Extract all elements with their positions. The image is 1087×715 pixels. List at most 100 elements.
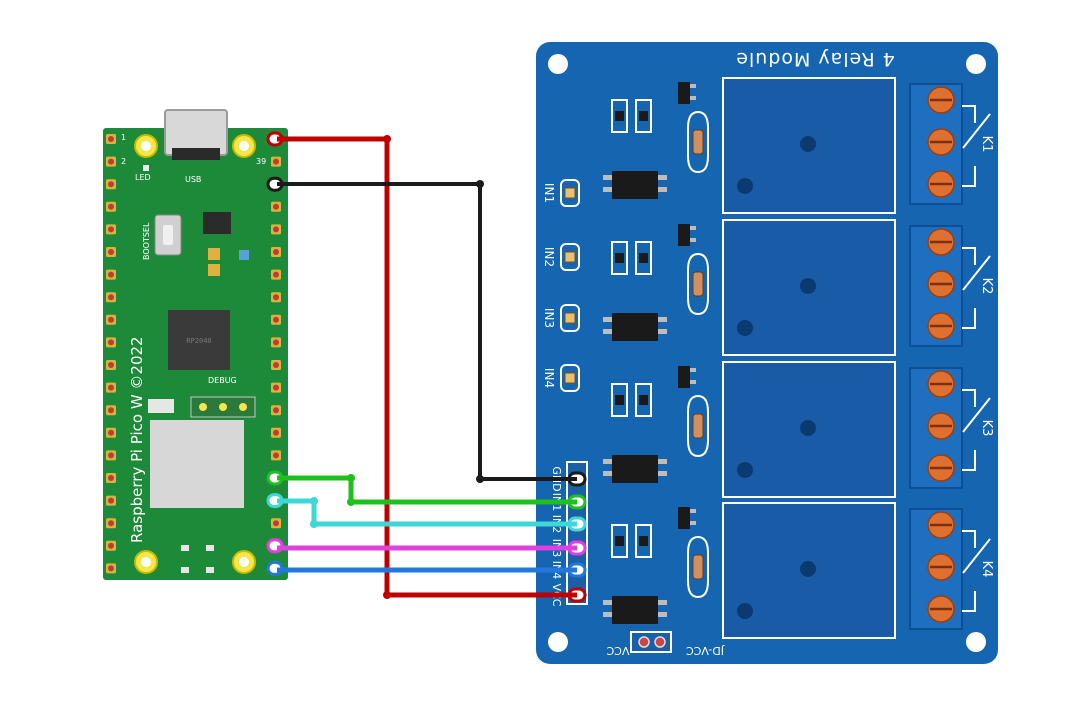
pico-pin[interactable] [271, 314, 281, 325]
wire-junction [310, 497, 318, 505]
pin-hole [273, 158, 279, 165]
transistor [678, 224, 690, 246]
ic-lead [658, 612, 667, 617]
switch-symbol [962, 166, 976, 187]
ic-lead [603, 612, 612, 617]
relay-label: K3 [979, 420, 994, 437]
smd-part [639, 111, 648, 121]
pico-pin[interactable] [271, 382, 281, 393]
relay-channel: K1 [603, 77, 994, 214]
debug-pin [199, 403, 207, 411]
pin-hole [108, 362, 114, 368]
pico-pin[interactable] [106, 224, 116, 235]
switch-symbol [962, 247, 976, 265]
pico-pin[interactable] [106, 540, 116, 551]
relay-marker [737, 320, 753, 336]
pico-pin[interactable] [106, 427, 116, 438]
pico-pin[interactable] [106, 156, 116, 167]
pico-pin[interactable] [106, 382, 116, 393]
pin-hole [273, 226, 279, 233]
smd-outline [635, 99, 652, 133]
pico-pin[interactable] [106, 405, 116, 416]
wire-vcc[interactable] [277, 136, 577, 598]
mount-hole [548, 632, 568, 652]
pico-pin[interactable] [271, 201, 281, 212]
led-label: LED [135, 173, 151, 182]
pin-hole [273, 407, 279, 414]
component [181, 545, 189, 551]
pico-pin[interactable] [106, 134, 116, 144]
switch-symbol [962, 389, 976, 407]
pico-pin[interactable] [271, 360, 281, 370]
chip-marking: RP2040 [186, 337, 211, 345]
pico-pin[interactable] [106, 337, 116, 348]
pin-hole [108, 181, 114, 188]
smd-part [615, 536, 624, 546]
transistor-lead [690, 238, 696, 242]
jumper-pin [654, 636, 666, 648]
pico-pin[interactable] [271, 450, 281, 461]
pico-pin[interactable] [271, 247, 281, 257]
pico-pin[interactable] [271, 224, 281, 235]
pico-pin[interactable] [106, 179, 116, 190]
pico-pin[interactable] [271, 156, 281, 167]
pico-pin[interactable] [106, 201, 116, 212]
pico-pin[interactable] [271, 337, 281, 348]
pico-pin[interactable] [106, 269, 116, 280]
smd-outline [611, 524, 628, 558]
pico-pin[interactable] [271, 269, 281, 280]
relay-body [722, 361, 896, 498]
ic-lead [603, 600, 612, 605]
pico-pin[interactable] [106, 360, 116, 370]
usb-connector-base [172, 148, 220, 160]
ic-lead [658, 187, 667, 192]
switch-symbol [962, 308, 976, 329]
ic-lead [658, 317, 667, 322]
led-chip [564, 372, 576, 384]
pico-pin[interactable] [106, 473, 116, 483]
rp2040-chip [168, 310, 230, 370]
transistor-lead [690, 521, 696, 525]
pico-pin[interactable] [271, 427, 281, 438]
pico-pin[interactable] [271, 292, 281, 303]
wire-junction [383, 135, 391, 143]
component [148, 399, 174, 413]
pico-pin[interactable] [106, 518, 116, 529]
transistor-lead [690, 84, 696, 88]
pico-pin[interactable] [106, 292, 116, 303]
wire-junction [310, 520, 318, 528]
smd-outline [611, 99, 628, 133]
mount-hole [548, 54, 568, 74]
smd-part [615, 253, 624, 263]
wire-in2[interactable] [277, 498, 577, 527]
wire-junction [347, 498, 355, 506]
pin-hole [108, 294, 114, 301]
wire-gnd[interactable] [277, 182, 577, 481]
relay-label: K2 [979, 278, 994, 295]
pin-hole [108, 565, 114, 572]
pin-hole [273, 384, 279, 391]
led-label: IN2 [542, 247, 556, 267]
pico-pin[interactable] [106, 450, 116, 461]
pin-hole [108, 542, 114, 549]
diode-outline [687, 394, 709, 458]
pico-pin[interactable] [106, 247, 116, 257]
pico-pin[interactable] [106, 563, 116, 574]
pico-pin[interactable] [106, 495, 116, 506]
pico-pin[interactable] [106, 314, 116, 325]
ic-lead [658, 175, 667, 180]
pico-pin[interactable] [271, 405, 281, 416]
relay-channel: K3 [603, 361, 994, 498]
pin-hole [108, 271, 114, 278]
pin-hole [108, 158, 114, 165]
led-outline [560, 304, 580, 332]
relay-marker [800, 561, 816, 577]
pico-pin[interactable] [271, 518, 281, 529]
pin-hole [108, 407, 114, 414]
ic-lead [658, 600, 667, 605]
wire-in1[interactable] [277, 475, 577, 505]
pin-hole [108, 475, 114, 481]
diode-outline [687, 252, 709, 316]
led-label: IN3 [542, 308, 556, 328]
